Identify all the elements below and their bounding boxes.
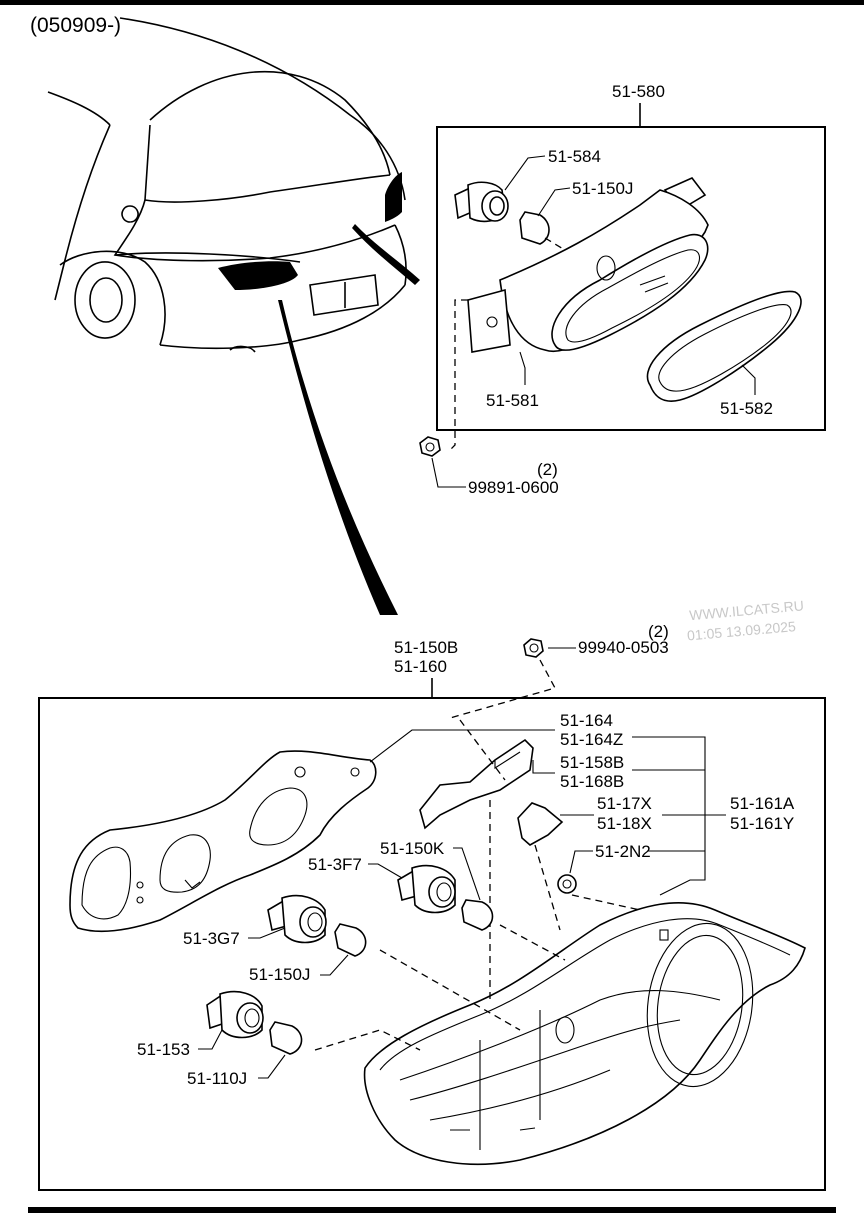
right-tail-lamp-highlight: [385, 172, 402, 222]
clip-icon: [517, 802, 564, 846]
lower-assembly-label-2: 51-160: [394, 657, 447, 676]
top-border: [0, 0, 864, 5]
upper-bulb-label: 51-150J: [572, 179, 633, 198]
bulb-mid-icon: [334, 923, 367, 957]
upper-socket-label: 51-584: [548, 147, 601, 166]
lower-nut-qty: (2): [648, 622, 669, 641]
lower-assembly-box: [38, 697, 826, 1191]
label-clip-b: 51-18X: [597, 814, 652, 833]
gasket-ring: [646, 290, 802, 402]
lower-nut-code: 99940-0503: [578, 638, 669, 657]
label-bracket-b: 51-168B: [560, 772, 624, 791]
lamp-housing: [467, 177, 709, 353]
lower-nut-icon: [523, 638, 544, 658]
watermark: WWW.ILCATS.RU 01:05 13.09.2025: [686, 597, 804, 643]
label-socket-lower-bulb: 51-110J: [187, 1069, 247, 1088]
upper-nut-code: 99891-0600: [468, 478, 559, 497]
label-socket-upper: 51-3F7: [308, 855, 362, 874]
label-clip-a: 51-17X: [597, 794, 652, 813]
mounting-gasket: [69, 750, 377, 933]
upper-assembly: 51-580 51-584 51-150J 51: [419, 82, 826, 497]
label-lens-a: 51-161A: [730, 794, 795, 813]
label-gasket-b: 51-164Z: [560, 730, 623, 749]
range-code: (050909-): [30, 14, 121, 37]
label-socket-upper-bulb: 51-150K: [380, 839, 445, 858]
label-bracket-a: 51-158B: [560, 753, 624, 772]
upper-housing-label: 51-581: [486, 391, 539, 410]
left-tail-lamp-highlight: [218, 261, 298, 290]
label-socket-lower: 51-153: [137, 1040, 190, 1059]
bulb-lower-icon: [269, 1021, 303, 1055]
label-gasket-a: 51-164: [560, 711, 613, 730]
label-socket-mid-bulb: 51-150J: [249, 965, 310, 984]
upper-nut-qty: (2): [537, 460, 558, 479]
lower-assembly-label-1: 51-150B: [394, 638, 458, 657]
socket-upper-icon: [397, 864, 456, 914]
callout-wedge: [278, 300, 398, 615]
socket-mid-icon: [267, 894, 327, 944]
socket-icon: [454, 181, 509, 223]
upper-gasket-label: 51-582: [720, 399, 773, 418]
bulb-icon: [519, 211, 550, 245]
bulb-upper-icon: [461, 899, 494, 931]
bottom-border: [28, 1207, 836, 1213]
upper-assembly-label: 51-580: [612, 82, 665, 101]
grommet-icon: [557, 874, 577, 894]
upper-assembly-box: [436, 126, 826, 431]
bracket-icon: [419, 738, 534, 830]
lower-assembly: 51-150B 51-160 (2) 99940-0503 51-164 51-…: [38, 622, 826, 1191]
label-lens-b: 51-161Y: [730, 814, 794, 833]
label-socket-mid: 51-3G7: [183, 929, 240, 948]
label-grommet: 51-2N2: [595, 842, 651, 861]
nut-icon: [419, 436, 441, 457]
car-rear-illustration: [47, 17, 420, 615]
socket-lower-icon: [206, 990, 264, 1039]
tail-lamp-lens: [363, 901, 806, 1165]
